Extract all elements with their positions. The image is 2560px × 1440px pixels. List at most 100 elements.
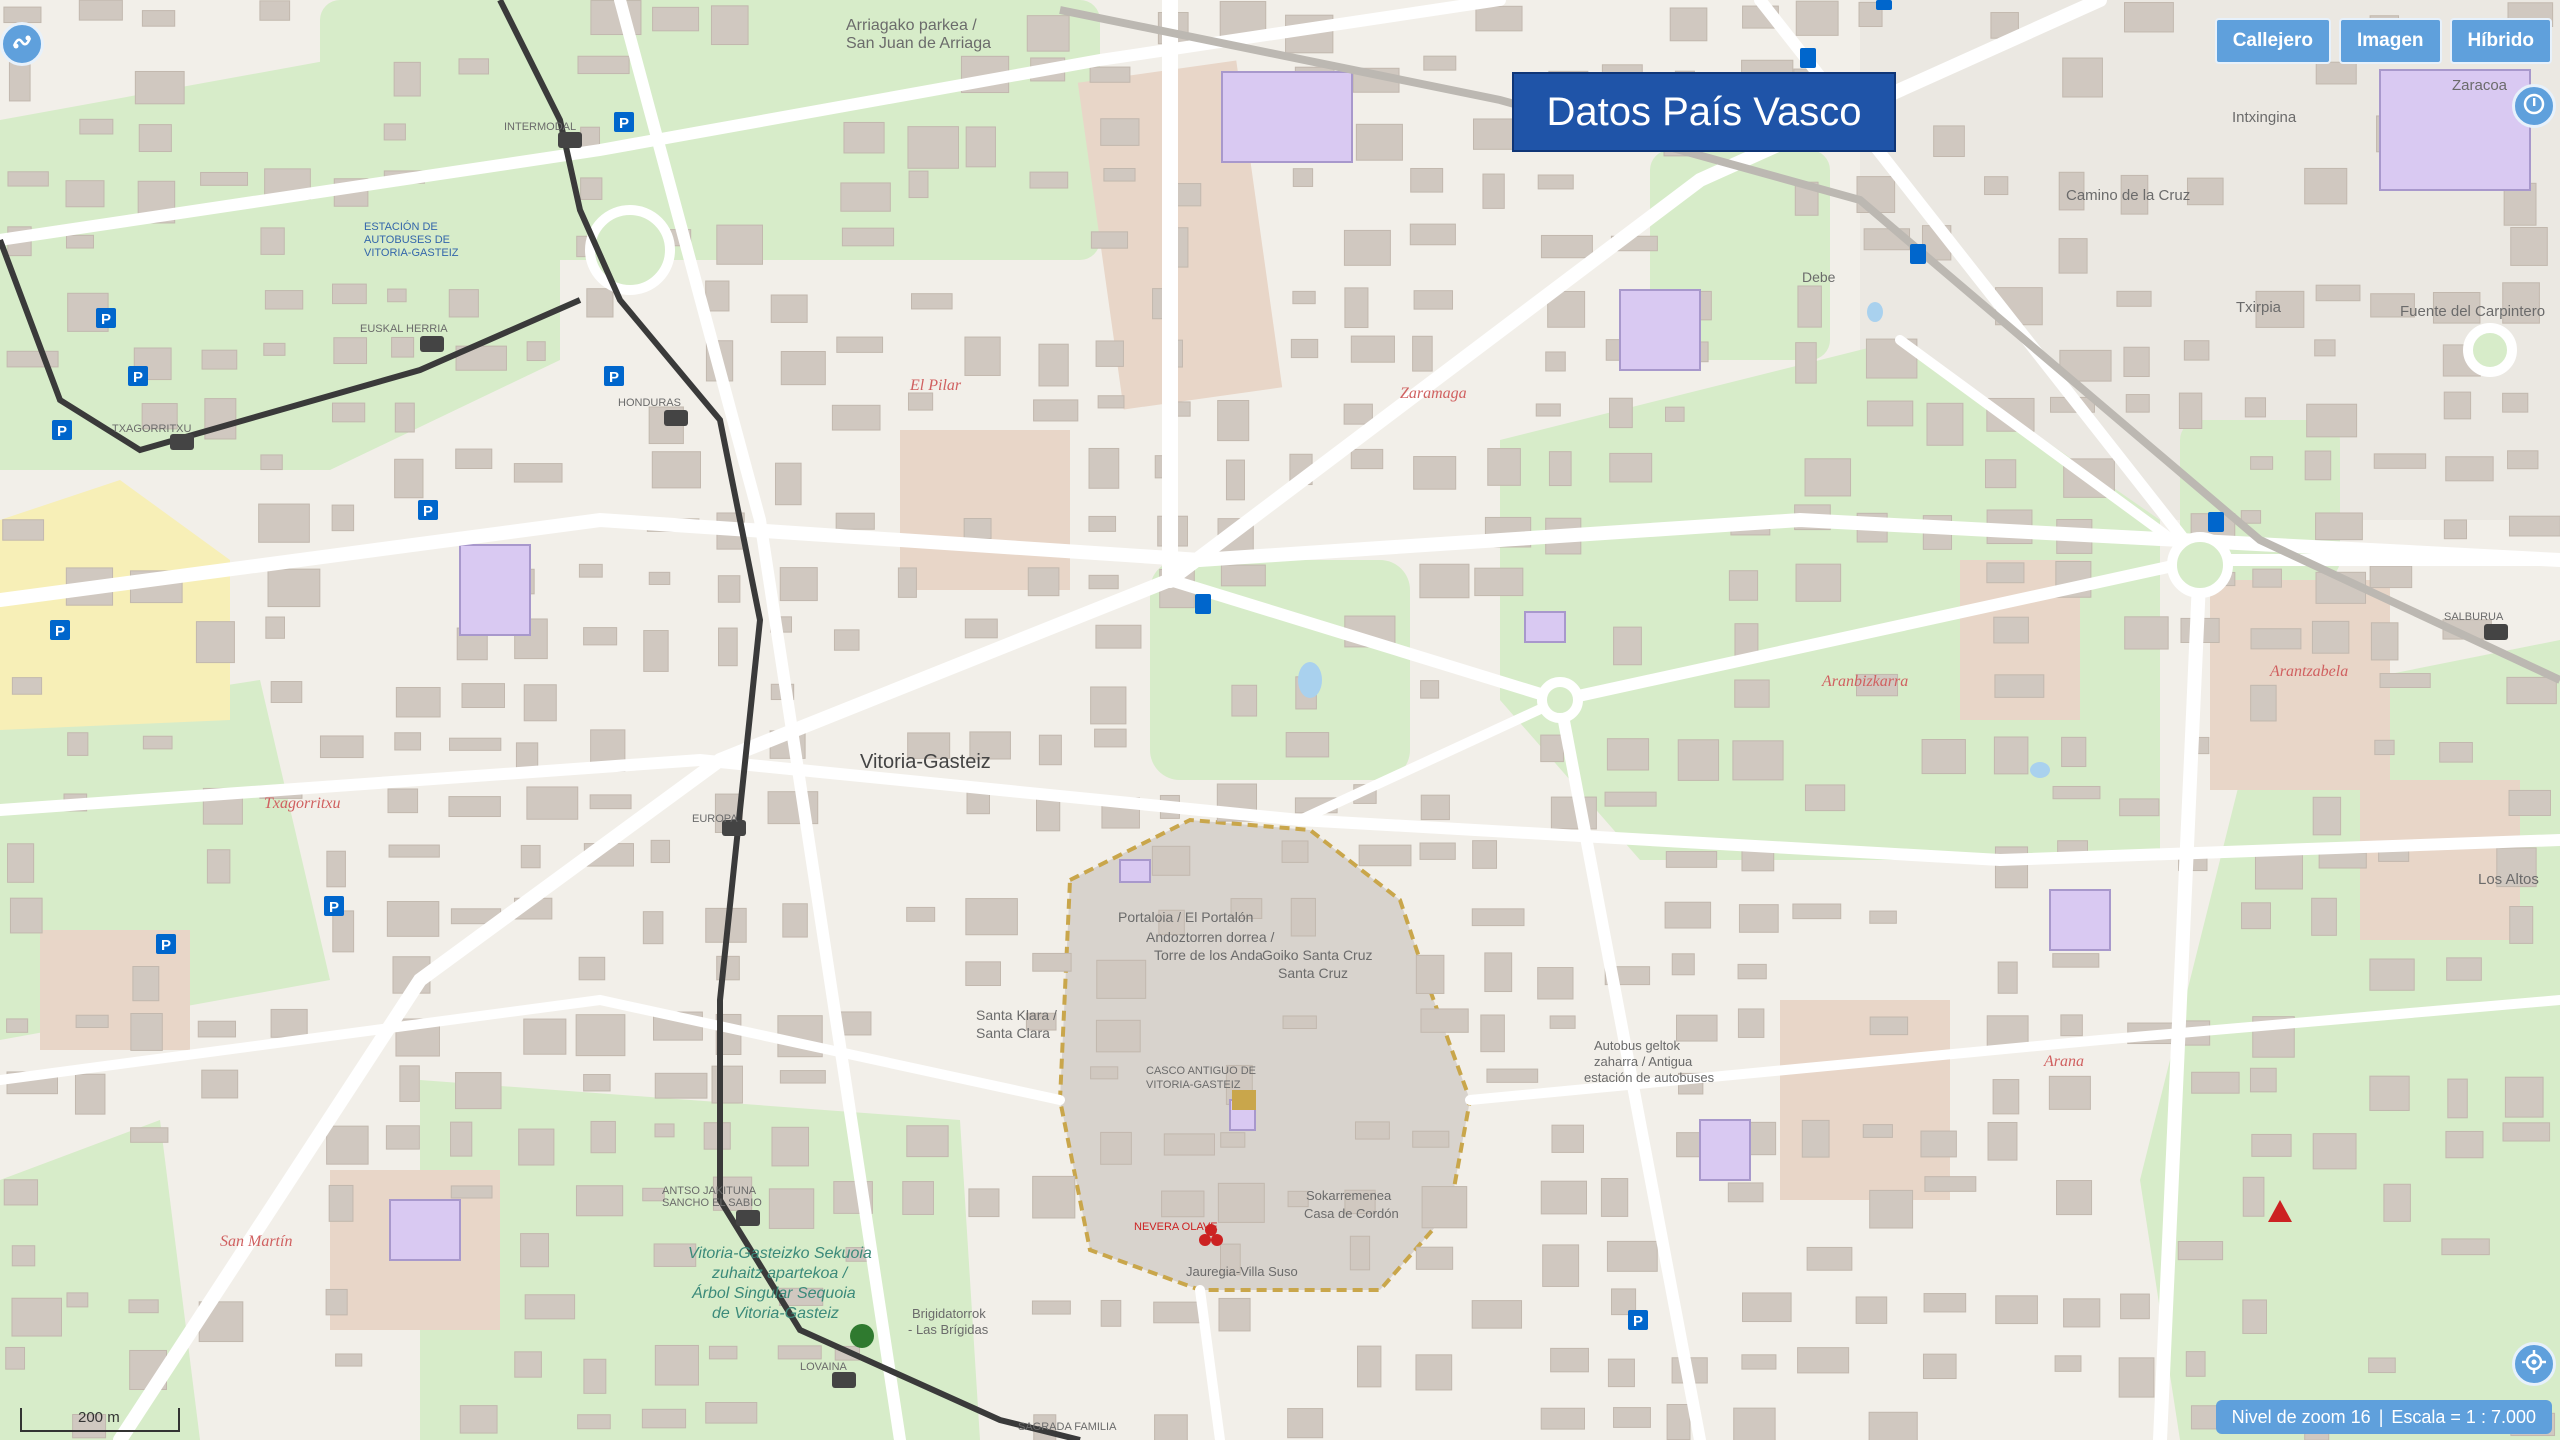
- building: [2242, 1299, 2267, 1334]
- building: [1026, 15, 1070, 52]
- label-villasuso: Jauregia-Villa Suso: [1186, 1264, 1298, 1279]
- building: [1985, 459, 2017, 489]
- label-intermodal: INTERMODAL: [504, 121, 576, 133]
- image-layer-button[interactable]: Imagen: [2338, 18, 2442, 64]
- building: [1535, 403, 1561, 417]
- building: [2314, 339, 2336, 357]
- building: [2374, 739, 2395, 756]
- building: [1415, 1354, 1453, 1391]
- building: [836, 336, 884, 353]
- hybrid-layer-button[interactable]: Híbrido: [2449, 18, 2552, 64]
- building: [906, 906, 936, 922]
- building: [2504, 1076, 2544, 1118]
- building: [1100, 1131, 1132, 1165]
- label-intxingina: Intxingina: [2232, 109, 2297, 126]
- building: [1933, 125, 1965, 157]
- building: [907, 392, 934, 411]
- label-bus-station-1: ESTACIÓN DE: [364, 220, 438, 233]
- building: [2304, 167, 2348, 205]
- building: [1992, 1079, 2020, 1115]
- svg-text:P: P: [101, 311, 111, 328]
- locate-button[interactable]: [2512, 1342, 2556, 1386]
- building: [2054, 1355, 2082, 1372]
- building: [2125, 394, 2150, 413]
- building: [1095, 624, 1142, 649]
- building: [1733, 1407, 1776, 1440]
- building: [524, 1294, 576, 1320]
- building: [1804, 458, 1852, 497]
- building: [1220, 1243, 1241, 1276]
- building: [1472, 840, 1498, 869]
- building: [1795, 563, 1842, 602]
- building: [335, 1353, 363, 1367]
- building: [1856, 673, 1899, 697]
- building: [450, 1185, 493, 1199]
- building: [200, 171, 249, 186]
- building: [575, 1185, 624, 1217]
- building: [2255, 290, 2305, 328]
- building: [578, 563, 603, 578]
- building: [66, 1292, 89, 1308]
- building: [1606, 738, 1650, 771]
- building: [1671, 953, 1695, 976]
- label-portaloia-3: Torre de los Anda: [1154, 947, 1263, 963]
- building: [130, 1127, 169, 1143]
- label-zaracoa: Zaracoa: [2452, 77, 2508, 94]
- building: [2183, 340, 2210, 361]
- building: [201, 349, 238, 370]
- building: [717, 575, 741, 603]
- building: [1806, 1246, 1853, 1271]
- building: [391, 336, 415, 358]
- scale-text: Escala = 1 : 7.000: [2391, 1406, 2536, 1427]
- building: [2508, 789, 2551, 816]
- building: [1727, 1182, 1764, 1203]
- building: [1095, 340, 1124, 367]
- building: [395, 686, 441, 718]
- building: [779, 567, 818, 602]
- building: [1792, 903, 1842, 920]
- building: [197, 1020, 237, 1038]
- building: [965, 898, 1018, 936]
- label-park-2: San Juan de Arriaga: [846, 35, 991, 52]
- building: [580, 177, 603, 200]
- building: [1741, 1354, 1777, 1370]
- building: [2369, 565, 2413, 589]
- layers-button[interactable]: [0, 22, 44, 66]
- building: [2123, 346, 2150, 377]
- building: [2446, 957, 2482, 981]
- building: [1421, 1186, 1468, 1229]
- building: [1540, 1407, 1586, 1430]
- building: [264, 290, 304, 310]
- building: [1606, 1240, 1658, 1272]
- building: [1350, 335, 1395, 363]
- building: [1855, 1296, 1888, 1324]
- scale-bar-label: 200 m: [78, 1409, 120, 1426]
- building: [386, 901, 440, 937]
- building: [2369, 958, 2415, 991]
- building: [2502, 1122, 2551, 1142]
- building: [1920, 1130, 1957, 1158]
- building: [128, 1299, 159, 1314]
- building: [1154, 1414, 1188, 1440]
- building: [270, 1008, 308, 1038]
- compass-button[interactable]: [2512, 84, 2556, 128]
- building: [902, 1181, 934, 1215]
- building: [1482, 173, 1505, 209]
- building: [333, 337, 368, 365]
- building: [841, 227, 895, 247]
- building: [1088, 447, 1120, 489]
- building: [399, 1065, 420, 1102]
- building: [642, 1187, 665, 1202]
- building: [1545, 351, 1566, 372]
- building: [1664, 901, 1712, 929]
- building: [1797, 285, 1822, 328]
- building: [1537, 967, 1574, 1000]
- building: [2443, 391, 2472, 420]
- building: [1994, 674, 2045, 698]
- building: [577, 1414, 611, 1430]
- building: [1419, 563, 1470, 599]
- locate-icon: [2521, 1349, 2547, 1380]
- street-layer-button[interactable]: Callejero: [2214, 18, 2331, 64]
- building: [2315, 61, 2357, 85]
